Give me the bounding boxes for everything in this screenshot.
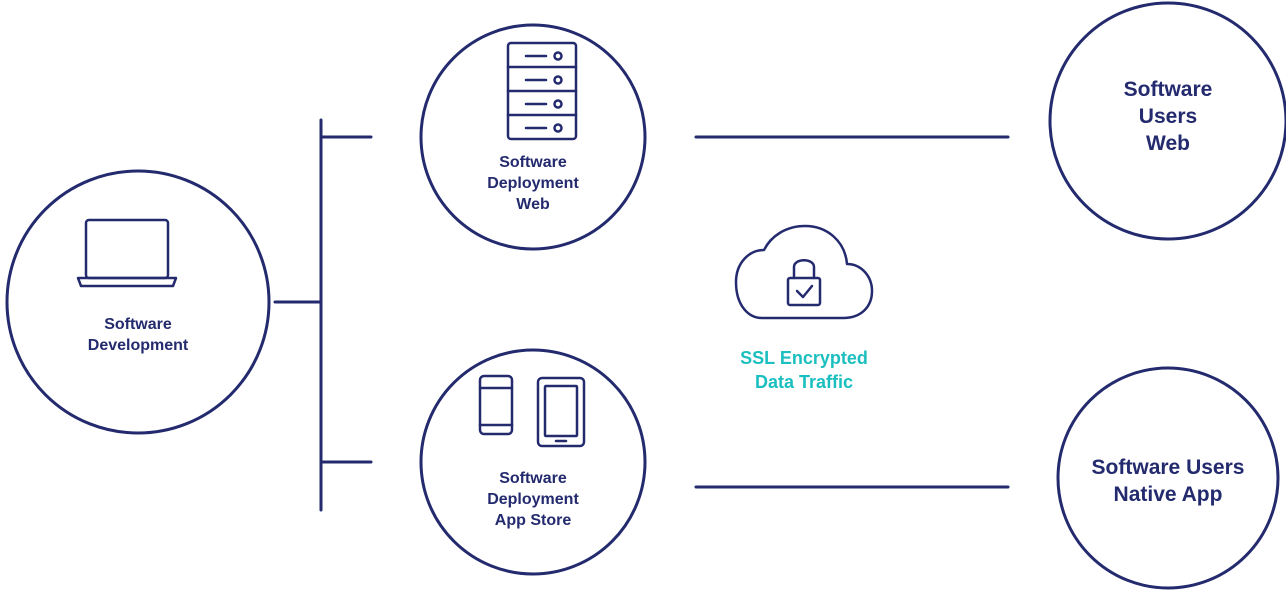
node-circle-users-web <box>1048 1 1286 241</box>
node-circle-deployment-web <box>419 23 647 251</box>
label-line: Deployment <box>487 175 579 192</box>
label-line: Software Users <box>1091 456 1245 479</box>
server-icon <box>506 41 578 141</box>
label-line: Data Traffic <box>754 372 854 392</box>
label-software-development: Software Development <box>38 314 238 356</box>
label-line: Users <box>1138 105 1198 128</box>
label-ssl-encrypted: SSL Encrypted Data Traffic <box>694 346 914 394</box>
label-line: Software <box>104 316 172 333</box>
label-line: App Store <box>494 512 572 529</box>
mobile-devices-icon <box>478 374 586 448</box>
label-line: Software <box>499 470 567 487</box>
label-line: Web <box>1146 132 1190 155</box>
label-line: Web <box>516 196 550 213</box>
label-deployment-web: Software Deployment Web <box>433 152 633 215</box>
label-line: Deployment <box>487 491 579 508</box>
label-line: SSL Encrypted <box>740 348 868 368</box>
label-deployment-app-store: Software Deployment App Store <box>433 468 633 531</box>
label-users-native-app: Software Users Native App <box>1058 454 1278 508</box>
node-circle-software-development <box>5 169 271 435</box>
node-circle-users-native-app <box>1056 366 1280 590</box>
label-line: Development <box>87 337 189 354</box>
cloud-lock-icon <box>734 224 874 320</box>
label-line: Native App <box>1113 483 1223 506</box>
label-line: Software <box>499 154 567 171</box>
node-circle-deployment-app-store <box>419 348 647 576</box>
laptop-icon <box>76 218 178 288</box>
label-line: Software <box>1123 78 1213 101</box>
label-users-web: Software Users Web <box>1058 76 1278 157</box>
